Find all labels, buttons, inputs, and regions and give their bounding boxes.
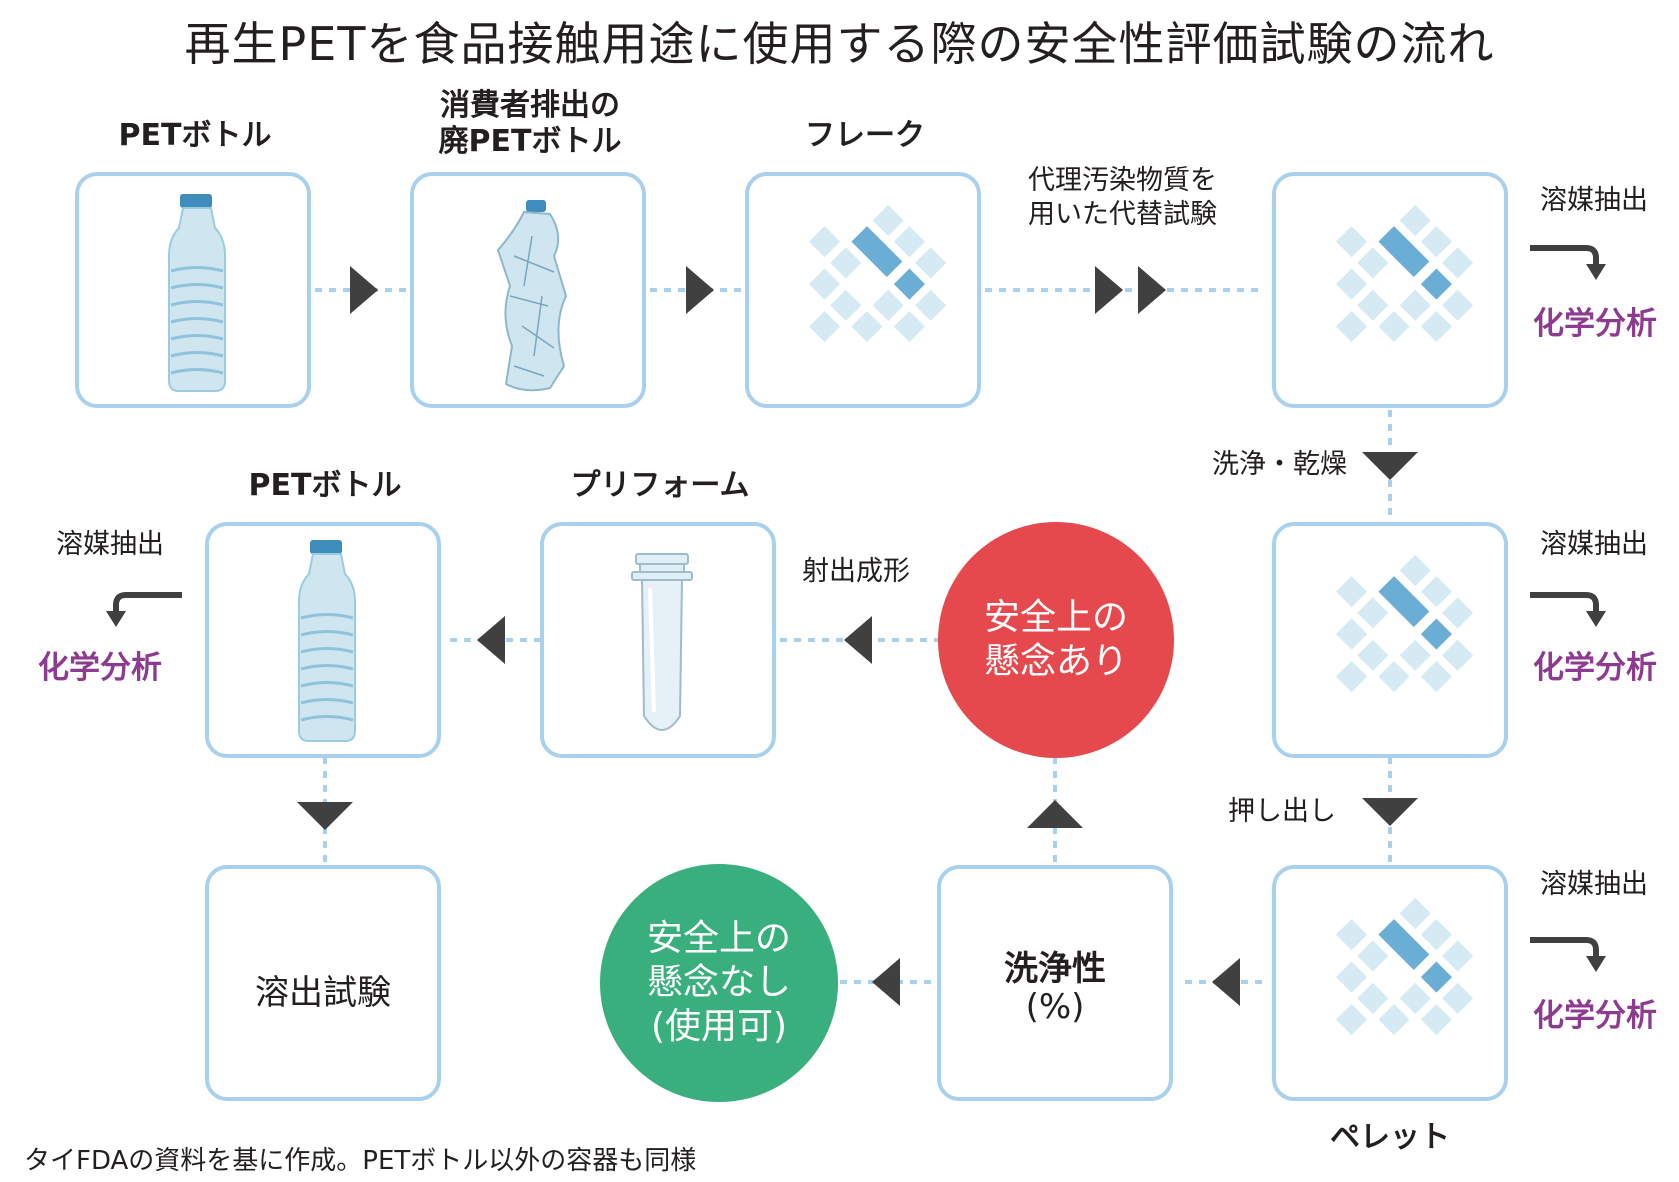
arrow-double-right-icon xyxy=(1095,266,1123,314)
solvent-extraction-3: 溶媒抽出 xyxy=(1540,869,1648,900)
preform-icon xyxy=(631,553,693,731)
box-cleanliness: 洗浄性 (%) xyxy=(937,865,1173,1101)
curved-arrow-icon xyxy=(1530,245,1606,280)
arrow-right-icon xyxy=(686,266,714,314)
box-flake-test-2 xyxy=(1272,522,1508,758)
solvent-extraction-1: 溶媒抽出 xyxy=(1540,185,1648,216)
box-dissolution-test: 溶出試験 xyxy=(205,865,441,1101)
extrude-label: 押し出し xyxy=(1228,796,1336,827)
injection-molding-label: 射出成形 xyxy=(802,556,910,587)
label-waste-bottle-line1: 消費者排出の xyxy=(440,88,620,123)
curved-arrow-icon xyxy=(1530,937,1606,972)
surrogate-test-line1: 代理汚染物質を xyxy=(1028,165,1217,196)
arrow-right-icon xyxy=(350,266,378,314)
pellet-icon xyxy=(1336,897,1474,1036)
flake-icon xyxy=(1336,204,1474,343)
curved-arrow-left-icon xyxy=(106,592,182,627)
label-pet-bottle-mid: PETボトル xyxy=(248,468,402,503)
page-title: 再生PETを食品接触用途に使用する際の安全性評価試験の流れ xyxy=(184,17,1495,71)
cleanliness-unit: (%) xyxy=(1025,987,1085,1027)
label-preform: プリフォーム xyxy=(570,468,750,503)
chemical-analysis-3: 化学分析 xyxy=(1533,998,1657,1034)
arrow-left-icon xyxy=(1212,958,1240,1006)
concern-circle: 安全上の 懸念あり xyxy=(938,522,1174,758)
label-pellet: ペレット xyxy=(1330,1120,1450,1155)
label-pet-bottle-top: PETボトル xyxy=(118,118,272,153)
box-pet-bottle xyxy=(75,172,311,408)
solvent-extraction-4: 溶媒抽出 xyxy=(56,529,164,560)
pet-bottle-icon xyxy=(298,540,356,742)
box-preform xyxy=(540,522,776,758)
pet-bottle-icon xyxy=(168,194,226,392)
arrow-double-right-icon xyxy=(1138,266,1166,314)
arrow-left-icon xyxy=(477,616,505,664)
arrow-down-icon xyxy=(1362,798,1418,826)
dissolution-test-text: 溶出試験 xyxy=(255,973,391,1013)
arrow-down-icon xyxy=(297,802,353,830)
label-flake: フレーク xyxy=(805,118,925,153)
solvent-extraction-2: 溶媒抽出 xyxy=(1540,529,1648,560)
wash-dry-label: 洗浄・乾燥 xyxy=(1212,449,1347,480)
arrow-left-icon xyxy=(872,958,900,1006)
flake-icon xyxy=(809,204,947,343)
box-pet-bottle-final xyxy=(205,522,441,758)
chemical-analysis-2: 化学分析 xyxy=(1533,650,1657,686)
footnote: タイFDAの資料を基に作成。PETボトル以外の容器も同様 xyxy=(24,1146,697,1176)
curved-arrow-icon xyxy=(1530,592,1606,627)
chemical-analysis-1: 化学分析 xyxy=(1533,306,1657,342)
flake-icon xyxy=(1336,554,1474,693)
chemical-analysis-4: 化学分析 xyxy=(38,650,162,686)
arrow-left-icon xyxy=(844,616,872,664)
label-waste-bottle-line2: 廃PETボトル xyxy=(438,124,622,159)
crushed-bottle-icon xyxy=(496,200,568,392)
cleanliness-title: 洗浄性 xyxy=(1004,949,1106,989)
box-flake-test-1 xyxy=(1272,172,1508,408)
no-concern-circle: 安全上の 懸念なし (使用可) xyxy=(600,864,838,1102)
surrogate-test-label: 代理汚染物質を 用いた代替試験 xyxy=(1028,164,1268,232)
surrogate-test-line2: 用いた代替試験 xyxy=(1028,199,1217,230)
box-flake xyxy=(745,172,981,408)
arrow-up-icon xyxy=(1027,800,1083,828)
concern-text: 安全上の 懸念あり xyxy=(983,597,1128,682)
box-waste-bottle xyxy=(410,172,646,408)
box-pellet xyxy=(1272,865,1508,1101)
no-concern-text: 安全上の 懸念なし (使用可) xyxy=(646,918,791,1047)
arrow-down-icon xyxy=(1362,452,1418,480)
label-waste-bottle: 消費者排出の 廃PETボトル xyxy=(410,88,650,160)
